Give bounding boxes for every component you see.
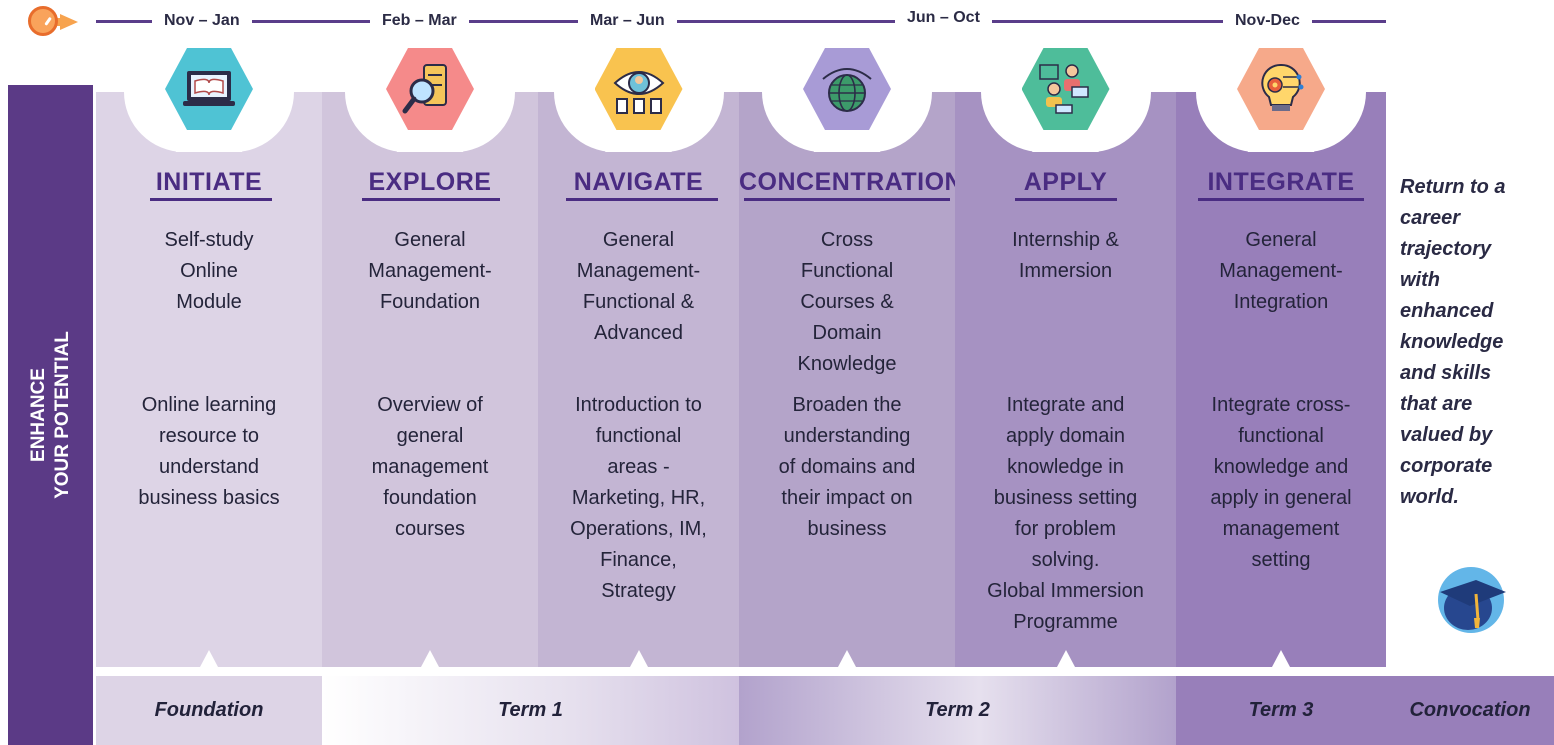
stage-marker bbox=[200, 650, 218, 667]
term-label: Convocation bbox=[1409, 699, 1531, 721]
period-label: Jun – Oct bbox=[895, 6, 992, 30]
term-label: Term 2 bbox=[925, 699, 990, 721]
stage-marker bbox=[838, 650, 856, 667]
stage-description: Overview of general management foundatio… bbox=[371, 394, 489, 540]
stage-column-integrate: INTEGRATE General Management- Integration… bbox=[1176, 34, 1386, 667]
stage-marker bbox=[629, 650, 648, 667]
hex-badge bbox=[143, 34, 275, 152]
stage-title-underline bbox=[566, 198, 718, 201]
period-label: Nov-Dec bbox=[1223, 9, 1312, 33]
period-label: Nov – Jan bbox=[152, 9, 252, 33]
stage-description: Broaden the understanding of domains and… bbox=[778, 394, 916, 540]
stage-subtitle: Self-study Online Module bbox=[164, 229, 254, 313]
term-band bbox=[1386, 676, 1554, 745]
term-label: Foundation bbox=[154, 699, 264, 721]
stage-title-underline bbox=[744, 198, 950, 201]
stage-title-underline bbox=[150, 198, 272, 201]
timeline-header: Nov – Jan Feb – Mar Mar – Jun Jun – Oct … bbox=[0, 0, 1554, 42]
stage-column-concentration: CONCENTRATION Cross Functional Courses & … bbox=[739, 34, 964, 667]
stage-description: Integrate and apply domain knowledge in … bbox=[987, 394, 1144, 633]
globe-eye-icon bbox=[803, 48, 891, 130]
term-band bbox=[739, 676, 1176, 745]
hex-badge bbox=[999, 34, 1132, 152]
stage-title: INITIATE bbox=[155, 168, 263, 196]
hex-badge bbox=[364, 34, 496, 152]
clock-icon bbox=[28, 6, 58, 36]
stage-description: Online learning resource to understand b… bbox=[138, 394, 280, 509]
stage-title-underline bbox=[362, 198, 500, 201]
stage-marker bbox=[1056, 650, 1075, 667]
stage-subtitle: General Management- Foundation bbox=[368, 229, 492, 313]
stage-subtitle: General Management- Functional & Advance… bbox=[576, 229, 701, 344]
stage-title-underline bbox=[1015, 198, 1117, 201]
term-band bbox=[1176, 676, 1386, 745]
stage-marker bbox=[421, 650, 439, 667]
term-band bbox=[96, 676, 322, 745]
hex-badge bbox=[781, 34, 913, 152]
online-module-icon bbox=[165, 48, 253, 130]
side-banner-text: ENHANCE YOUR POTENTIAL bbox=[27, 331, 73, 499]
stage-title: INTEGRATE bbox=[1207, 168, 1355, 196]
stage-description: Integrate cross- functional knowledge an… bbox=[1210, 394, 1352, 571]
period-label: Mar – Jun bbox=[578, 9, 677, 33]
hex-badge bbox=[1215, 34, 1347, 152]
term-label: Term 3 bbox=[1248, 699, 1314, 721]
stage-subtitle: Cross Functional Courses & Domain Knowle… bbox=[797, 229, 897, 375]
eye-person-icon bbox=[594, 48, 683, 130]
stage-marker bbox=[1272, 650, 1290, 667]
stage-title: APPLY bbox=[1023, 168, 1108, 196]
term-band bbox=[322, 676, 739, 745]
stage-description: Introduction to functional areas - Marke… bbox=[570, 394, 707, 602]
arrow-tail bbox=[54, 18, 64, 26]
stage-title: EXPLORE bbox=[368, 168, 492, 196]
hex-badge bbox=[572, 34, 705, 152]
stage-subtitle: General Management- Integration bbox=[1219, 229, 1343, 313]
arrow-icon bbox=[60, 14, 78, 30]
side-banner: ENHANCE YOUR POTENTIAL bbox=[8, 85, 93, 745]
graduation-cap-icon bbox=[1432, 562, 1510, 634]
stage-title-underline bbox=[1198, 198, 1364, 201]
stage-title: NAVIGATE bbox=[573, 168, 704, 196]
timeline-line bbox=[96, 20, 1386, 23]
term-label: Term 1 bbox=[498, 699, 563, 721]
stage-column-navigate: NAVIGATE General Management- Functional &… bbox=[538, 34, 739, 667]
stage-title: CONCENTRATION bbox=[739, 168, 964, 196]
final-outcome-text: Return to a career trajectory with enhan… bbox=[1400, 176, 1506, 508]
period-label: Feb – Mar bbox=[370, 9, 469, 33]
stage-subtitle: Internship & Immersion bbox=[1012, 229, 1119, 282]
